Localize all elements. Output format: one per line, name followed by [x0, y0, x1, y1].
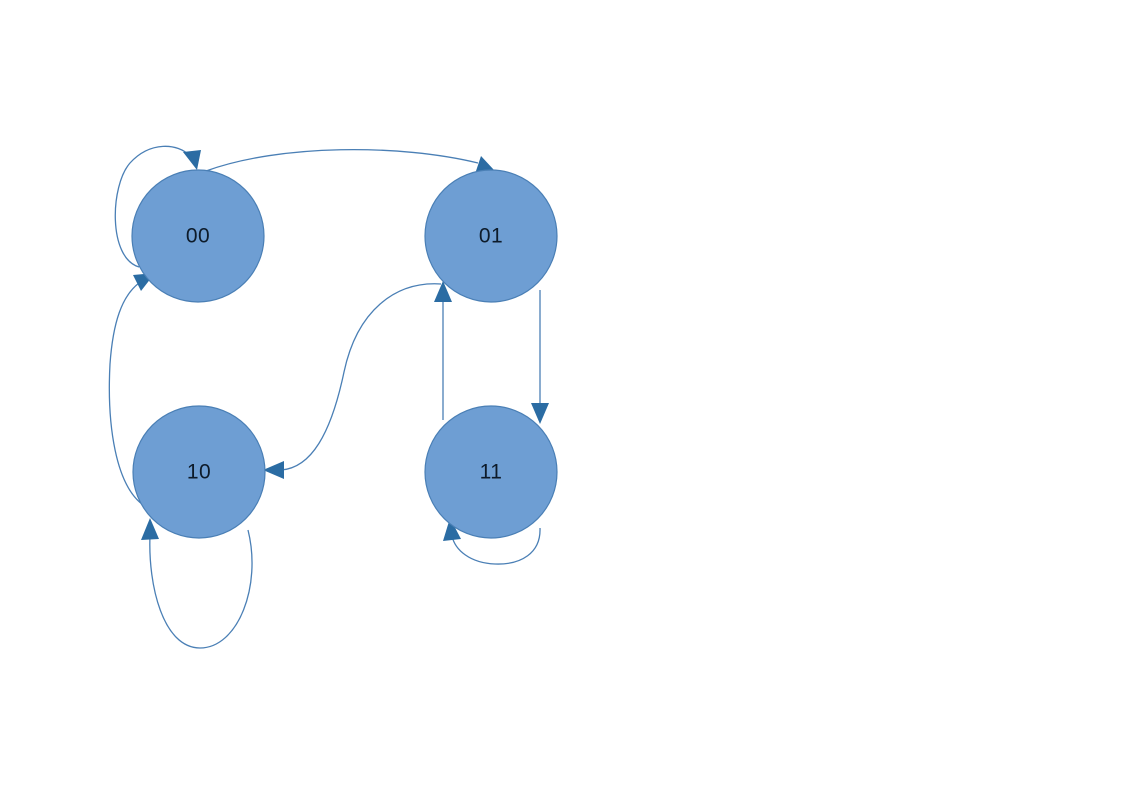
edge-11-to-11-arrowhead: [443, 518, 461, 541]
node-11[interactable]: 11: [424, 405, 558, 539]
node-11-circle: [424, 405, 558, 539]
edge-10-to-00-path: [108, 282, 149, 509]
edge-01-to-10-arrowhead: [263, 461, 284, 479]
edge-10-to-10-arrowhead: [141, 518, 159, 540]
edge-01-to-11-arrowhead: [531, 403, 549, 424]
edge-00-to-00[interactable]: [114, 145, 201, 268]
edge-01-to-10[interactable]: [263, 283, 442, 479]
edge-11-to-01[interactable]: [434, 281, 452, 420]
node-00[interactable]: 00: [131, 169, 265, 303]
node-layer: 00 01 10 11: [131, 169, 558, 539]
node-00-circle: [131, 169, 265, 303]
node-00-label: 00: [186, 225, 210, 248]
edge-00-to-00-path: [114, 145, 191, 268]
node-01[interactable]: 01: [424, 169, 558, 303]
edge-01-to-10-path: [280, 283, 442, 471]
edge-00-to-00-arrowhead: [183, 150, 201, 170]
edge-10-to-10-path: [149, 529, 253, 649]
node-10-circle: [132, 405, 266, 539]
node-10[interactable]: 10: [132, 405, 266, 539]
edge-01-to-11[interactable]: [531, 290, 549, 424]
edge-11-to-11[interactable]: [443, 518, 541, 565]
edge-10-to-10[interactable]: [141, 518, 253, 649]
edge-00-to-01[interactable]: [205, 148, 494, 174]
node-01-circle: [424, 169, 558, 303]
node-01-label: 01: [479, 225, 503, 248]
edge-11-to-01-arrowhead: [434, 281, 452, 302]
edge-00-to-01-path: [205, 148, 479, 172]
node-10-label: 10: [187, 461, 211, 484]
edge-11-to-11-path: [451, 527, 541, 565]
node-11-label: 11: [480, 461, 503, 484]
